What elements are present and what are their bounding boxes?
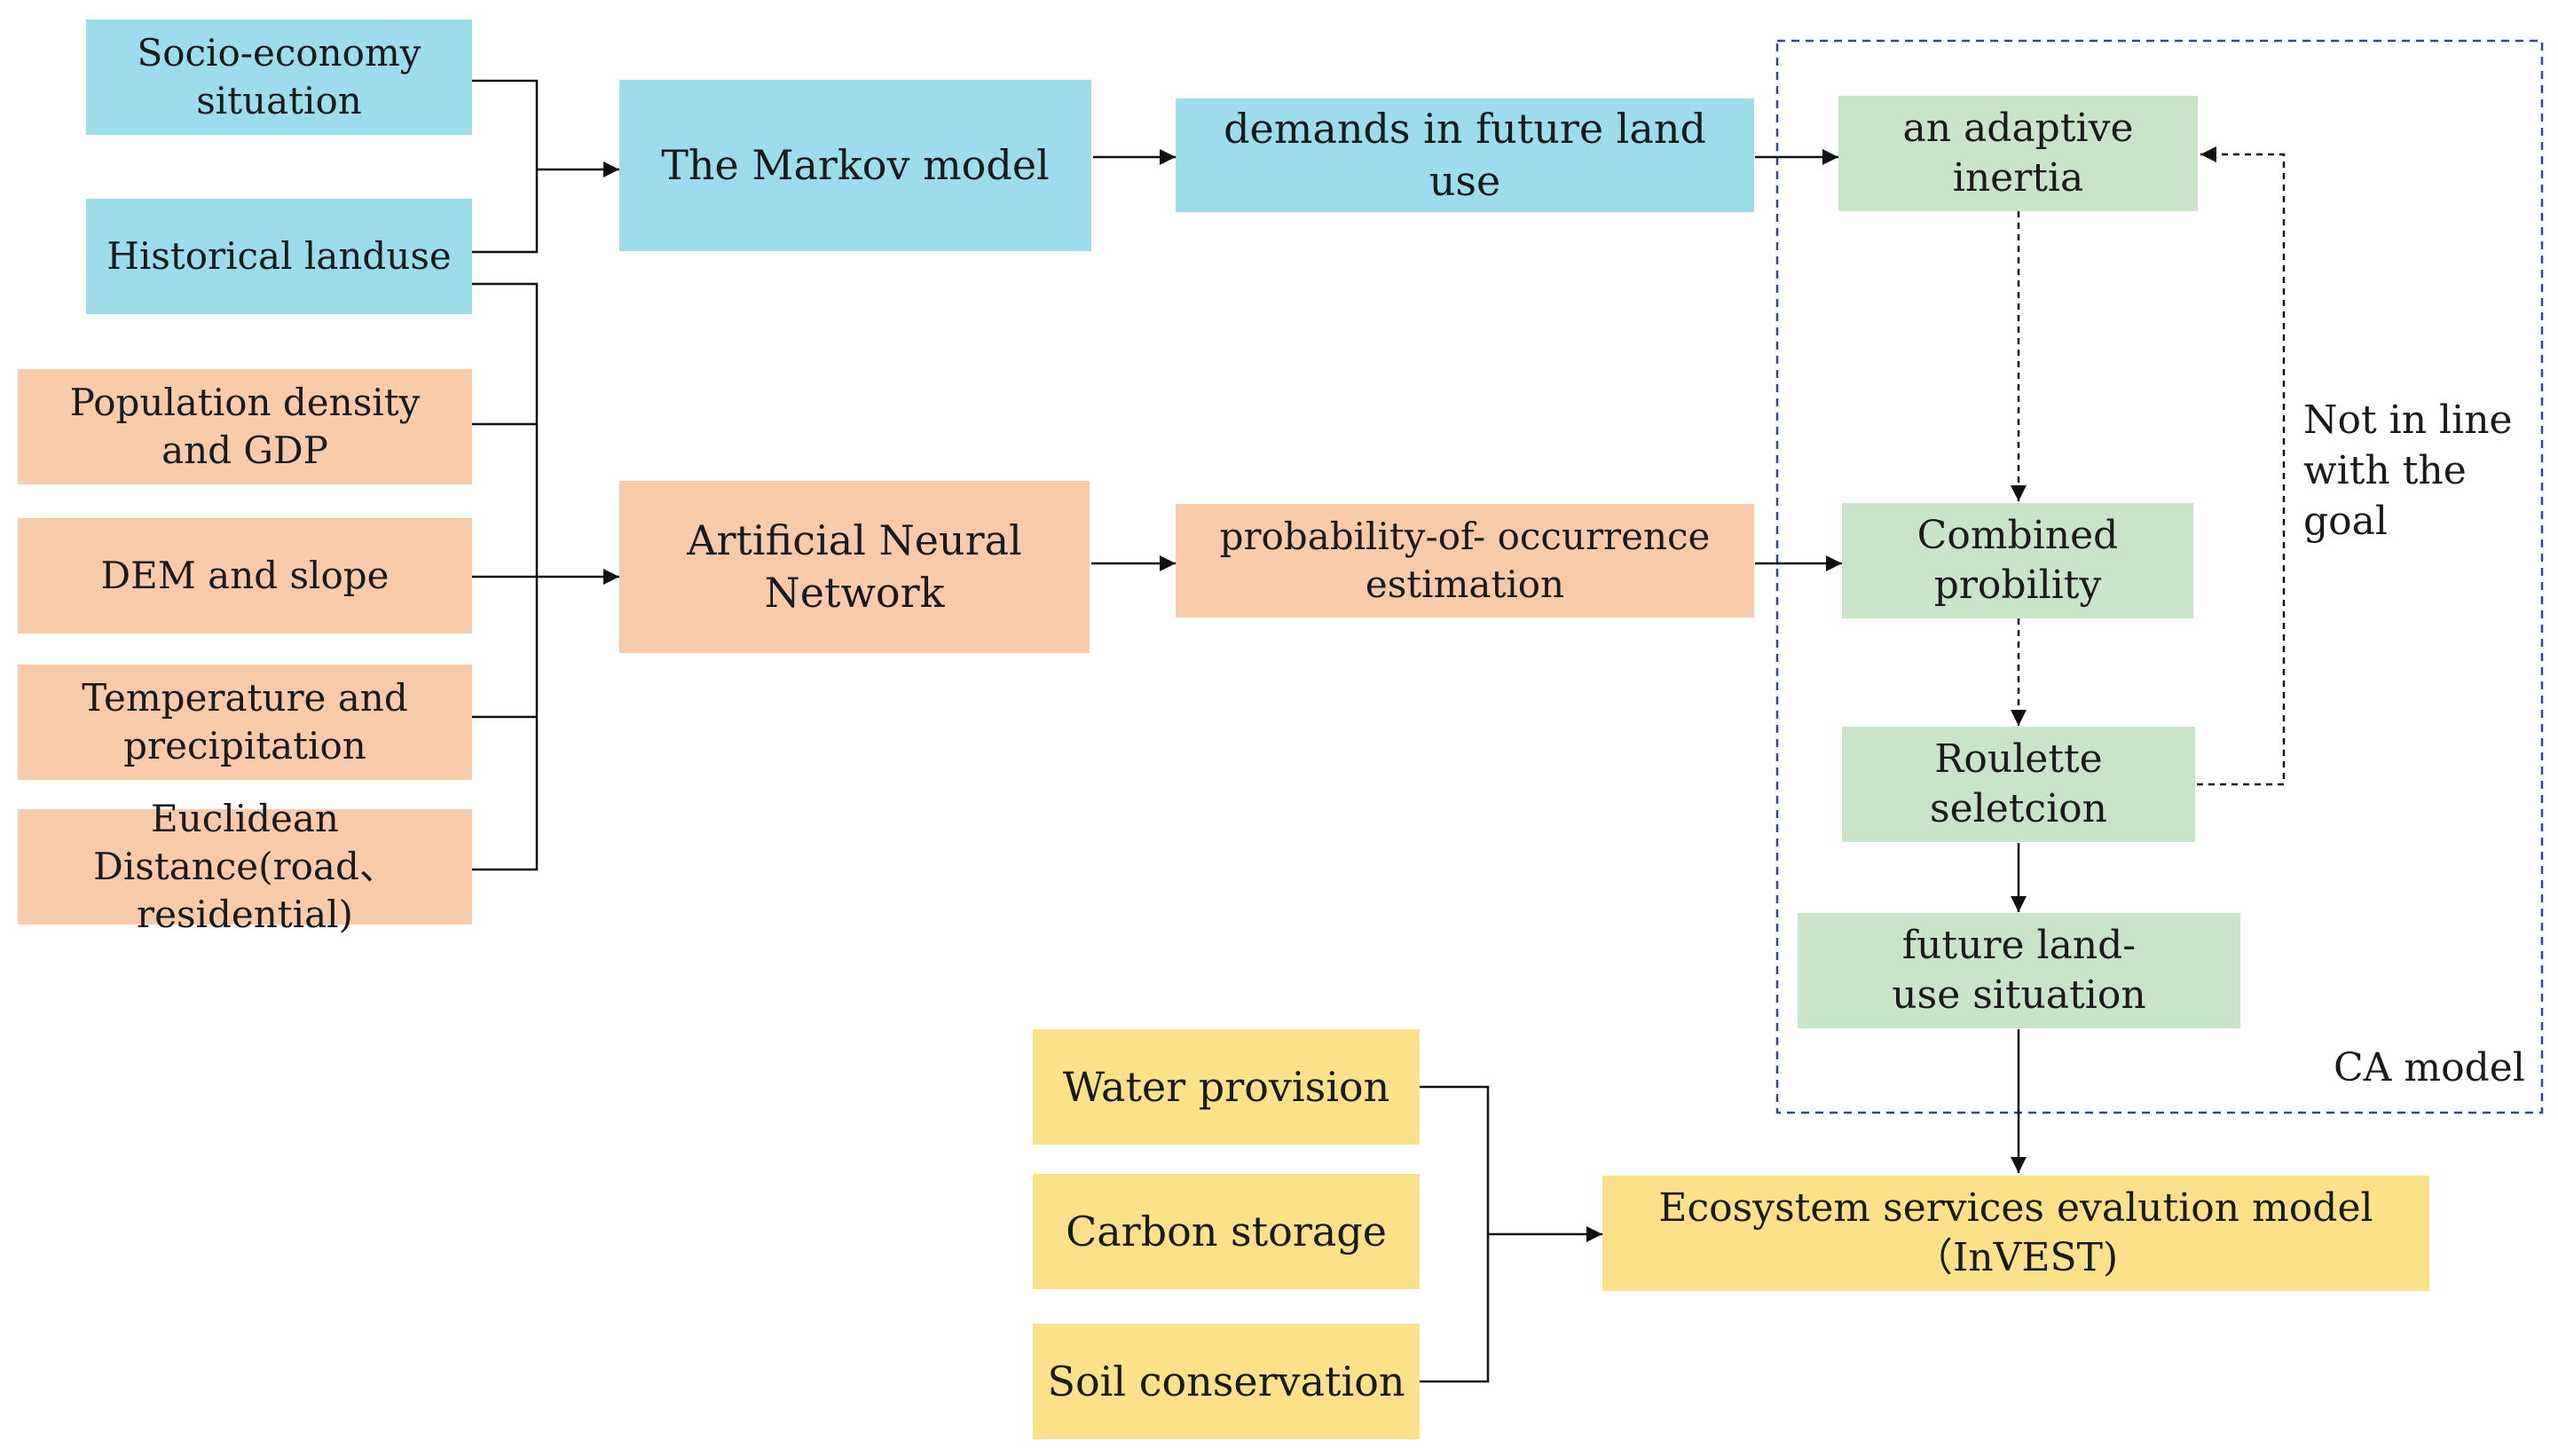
future-landuse-situation-box: future land-use situation [1798, 913, 2240, 1028]
adaptive-inertia-label: an adaptive inertia [1902, 105, 2134, 201]
probability-occurrence-label: probability-of- occurrence estimation [1219, 515, 1711, 606]
combined-probability-box: Combined probility [1842, 503, 2193, 618]
future-landuse-situation-label: future land-use situation [1892, 922, 2146, 1018]
combined-probability-label: Combined probility [1917, 512, 2119, 608]
probability-occurrence-box: probability-of- occurrence estimation [1176, 504, 1754, 618]
population-gdp-box: Population density and GDP [18, 369, 472, 484]
adaptive-inertia-box: an adaptive inertia [1838, 96, 2198, 211]
historical-landuse-box: Historical landuse [86, 199, 472, 314]
ca-model-group-label: CA model [2334, 1045, 2525, 1090]
historical-landuse-label: Historical landuse [106, 234, 452, 279]
population-gdp-label: Population density and GDP [69, 381, 421, 472]
invest-model-box: Ecosystem services evalution model （InVE… [1602, 1176, 2429, 1291]
markov-model-label: The Markov model [661, 141, 1050, 190]
soil-conservation-label: Soil conservation [1047, 1357, 1405, 1405]
water-provision-box: Water provision [1033, 1029, 1420, 1145]
connector-socio-to-markov [472, 79, 539, 254]
ann-label: Artificial Neural Network [687, 516, 1022, 617]
feedback-label: Not in line with the goal [2303, 397, 2513, 545]
invest-model-label: Ecosystem services evalution model （InVE… [1658, 1184, 2373, 1280]
temperature-precipitation-label: Temperature and precipitation [82, 676, 408, 767]
demands-future-landuse-box: demands in future land use [1176, 98, 1754, 212]
roulette-selection-label: Roulette seletcion [1930, 736, 2107, 831]
euclidean-distance-box: Euclidean Distance(road、residential) [18, 797, 472, 936]
temperature-precipitation-box: Temperature and precipitation [18, 665, 472, 780]
ca-model-group-border [1775, 39, 2544, 1114]
roulette-selection-box: Roulette seletcion [1842, 727, 2195, 842]
ann-box: Artificial Neural Network [619, 481, 1090, 653]
socio-economy-box: Socio-economy situation [86, 20, 472, 135]
dem-slope-box: DEM and slope [18, 518, 472, 634]
euclidean-distance-label: Euclidean Distance(road、residential) [93, 797, 397, 936]
dem-slope-label: DEM and slope [100, 554, 390, 598]
carbon-storage-box: Carbon storage [1033, 1174, 1420, 1289]
soil-conservation-box: Soil conservation [1033, 1324, 1420, 1439]
socio-economy-label: Socio-economy situation [137, 31, 421, 122]
markov-model-box: The Markov model [619, 80, 1091, 251]
carbon-storage-label: Carbon storage [1066, 1207, 1387, 1255]
connector-services-to-invest [1420, 1085, 1490, 1383]
dashed-feedback-roulette-to-inertia [2197, 146, 2286, 786]
demands-future-landuse-label: demands in future land use [1224, 105, 1706, 205]
water-provision-label: Water provision [1062, 1062, 1390, 1111]
